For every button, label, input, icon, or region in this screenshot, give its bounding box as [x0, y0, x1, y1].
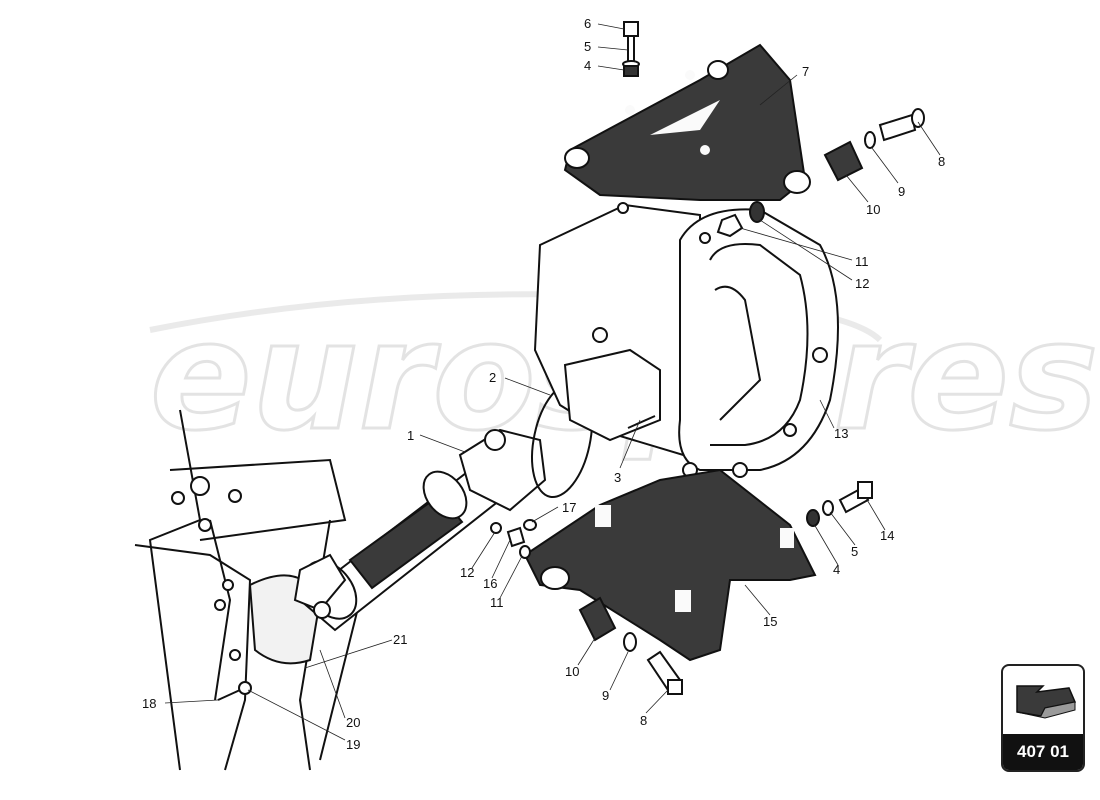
callout-label: 5: [584, 39, 591, 54]
callout-label: 13: [834, 426, 848, 441]
callout-label: 18: [142, 696, 156, 711]
callout-label: 17: [562, 500, 576, 515]
lower-mount-bracket: [523, 468, 817, 662]
callout-label: 3: [614, 470, 621, 485]
callout-label: 2: [489, 370, 496, 385]
callout-label: 12: [855, 276, 869, 291]
callout-labels: 6 5 4 7 8 9 10 11 12 13 2 1 3 17 12 16 1…: [142, 16, 945, 752]
callout-label: 6: [584, 16, 591, 31]
callout-label: 10: [866, 202, 880, 217]
callout-label: 9: [898, 184, 905, 199]
callout-label: 8: [938, 154, 945, 169]
gearbox-housing: [533, 202, 839, 478]
callout-label: 8: [640, 713, 647, 728]
page-code: 407 01: [1003, 734, 1083, 770]
leader-lines: [164, 23, 941, 741]
callout-label: 15: [763, 614, 777, 629]
callout-label: 19: [346, 737, 360, 752]
callout-label: 9: [602, 688, 609, 703]
callout-label: 11: [855, 254, 869, 269]
upper-mount-bracket: [563, 43, 811, 201]
callout-label: 14: [880, 528, 894, 543]
arrow-icon: [1016, 685, 1077, 719]
chassis-frame: [134, 409, 361, 771]
callout-label: 20: [346, 715, 360, 730]
callout-label: 10: [565, 664, 579, 679]
callout-label: 4: [584, 58, 591, 73]
callout-label: 4: [833, 562, 840, 577]
callout-label: 12: [460, 565, 474, 580]
callout-label: 21: [393, 632, 407, 647]
hardware: [217, 21, 925, 701]
page-reference-badge: 407 01: [1001, 664, 1085, 772]
propeller-shaft: [293, 428, 547, 632]
callout-label: 16: [483, 576, 497, 591]
callout-label: 11: [490, 595, 504, 610]
callout-label: 1: [407, 428, 414, 443]
callout-label: 7: [802, 64, 809, 79]
callout-label: 5: [851, 544, 858, 559]
